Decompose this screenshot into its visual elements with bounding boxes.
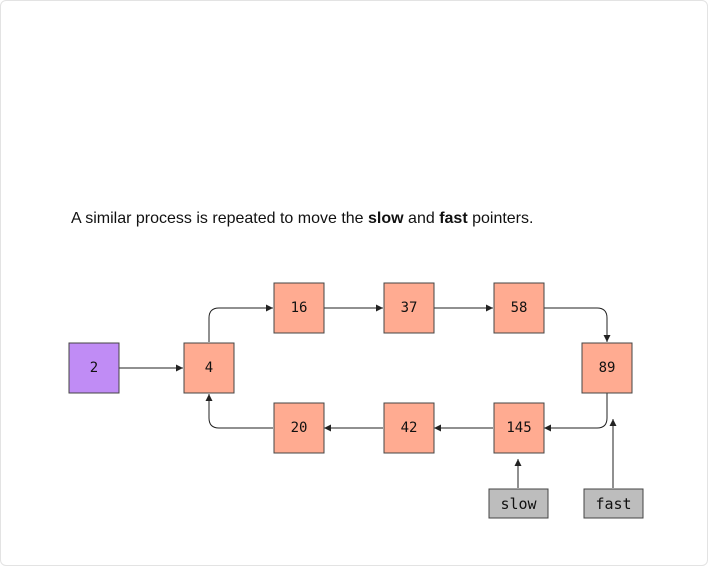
node-value: 89	[599, 360, 616, 376]
caption-part: pointers.	[467, 210, 534, 227]
node-value: 145	[506, 420, 531, 436]
node-42: 42	[383, 402, 435, 454]
node-37: 37	[383, 282, 435, 334]
slow-pointer-label: slow	[488, 488, 549, 519]
node-16: 16	[273, 282, 325, 334]
node-value: 42	[401, 420, 418, 436]
caption-part: A similar process is repeated to move th…	[71, 210, 369, 227]
node-4: 4	[183, 342, 235, 394]
caption-fast-word: fast	[439, 210, 468, 227]
node-58: 58	[493, 282, 545, 334]
caption-slow-word: slow	[368, 210, 404, 227]
node-145: 145	[493, 402, 545, 454]
node-value: 20	[291, 420, 308, 436]
edge-20-to-4	[205, 394, 273, 429]
node-2: 2	[68, 342, 120, 394]
edge-58-to-89	[543, 307, 611, 342]
node-value: 16	[291, 300, 308, 316]
node-20: 20	[273, 402, 325, 454]
node-value: 2	[90, 360, 98, 376]
fast-pointer-label: fast	[583, 488, 644, 519]
caption-text: A similar process is repeated to move th…	[71, 210, 533, 228]
caption-part: and	[403, 210, 440, 227]
node-value: 4	[205, 360, 213, 376]
edge-89-to-145	[544, 393, 608, 432]
node-89: 89	[581, 342, 633, 394]
node-value: 58	[511, 300, 528, 316]
slow-label-text: slow	[500, 495, 537, 513]
node-value: 37	[401, 300, 418, 316]
edge-4-to-16	[208, 304, 273, 342]
fast-label-text: fast	[595, 495, 631, 513]
